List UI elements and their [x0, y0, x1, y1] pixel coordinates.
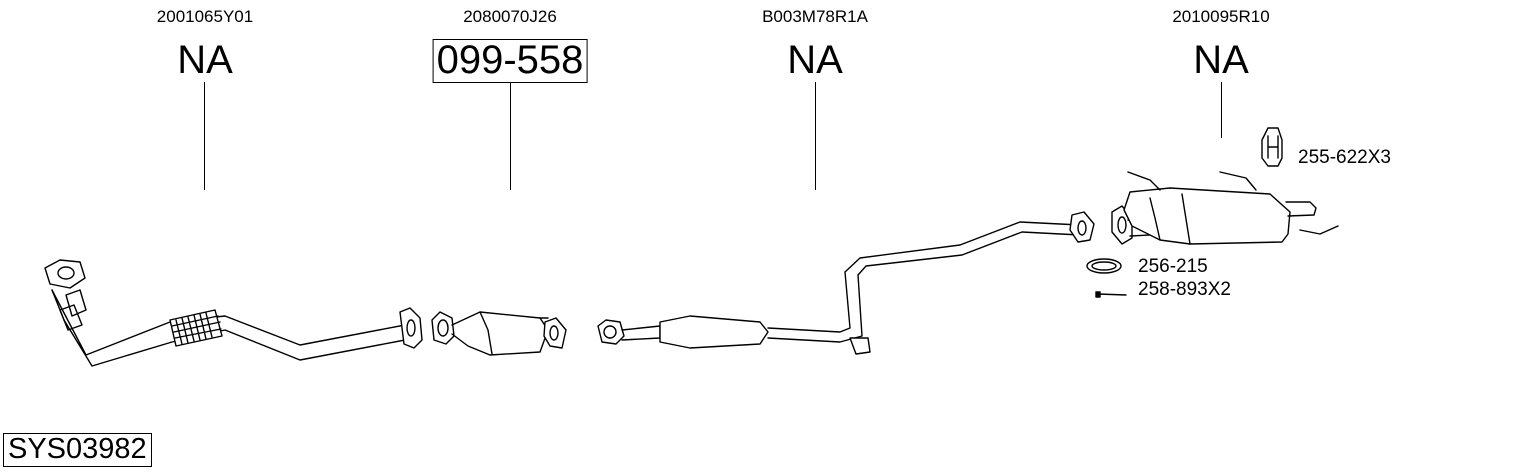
bolt-icon	[1096, 292, 1126, 297]
leader-line-4	[1221, 82, 1222, 138]
gasket-icon	[1087, 259, 1121, 273]
front-pipe	[45, 260, 422, 366]
front-flange	[45, 260, 85, 288]
front-pipe-rear-flange	[400, 308, 422, 348]
code-3: NA	[787, 38, 843, 82]
code-2-boxed: 099-558	[432, 39, 588, 83]
system-code: SYS03982	[3, 433, 152, 467]
leader-line-1	[204, 82, 205, 190]
code-1: NA	[177, 38, 233, 82]
code-4: NA	[1193, 38, 1249, 82]
flex-section	[170, 310, 222, 346]
leader-line-3	[815, 82, 816, 190]
hanger-icon	[1262, 128, 1282, 166]
part-ref-2: 2080070J26	[463, 7, 557, 26]
rear-silencer	[1112, 172, 1338, 244]
part-ref-1: 2001065Y01	[156, 7, 254, 26]
gasket-label: 256-215	[1138, 256, 1208, 277]
leader-line-2	[510, 82, 511, 190]
center-pipe	[598, 212, 1094, 354]
part-ref-3: B003M78R1A	[762, 7, 868, 26]
bolt-label: 258-893X2	[1138, 279, 1231, 300]
hanger-label: 255-622X3	[1298, 147, 1391, 168]
catalytic-converter	[432, 312, 566, 355]
part-ref-4: 2010095R10	[1172, 7, 1270, 26]
